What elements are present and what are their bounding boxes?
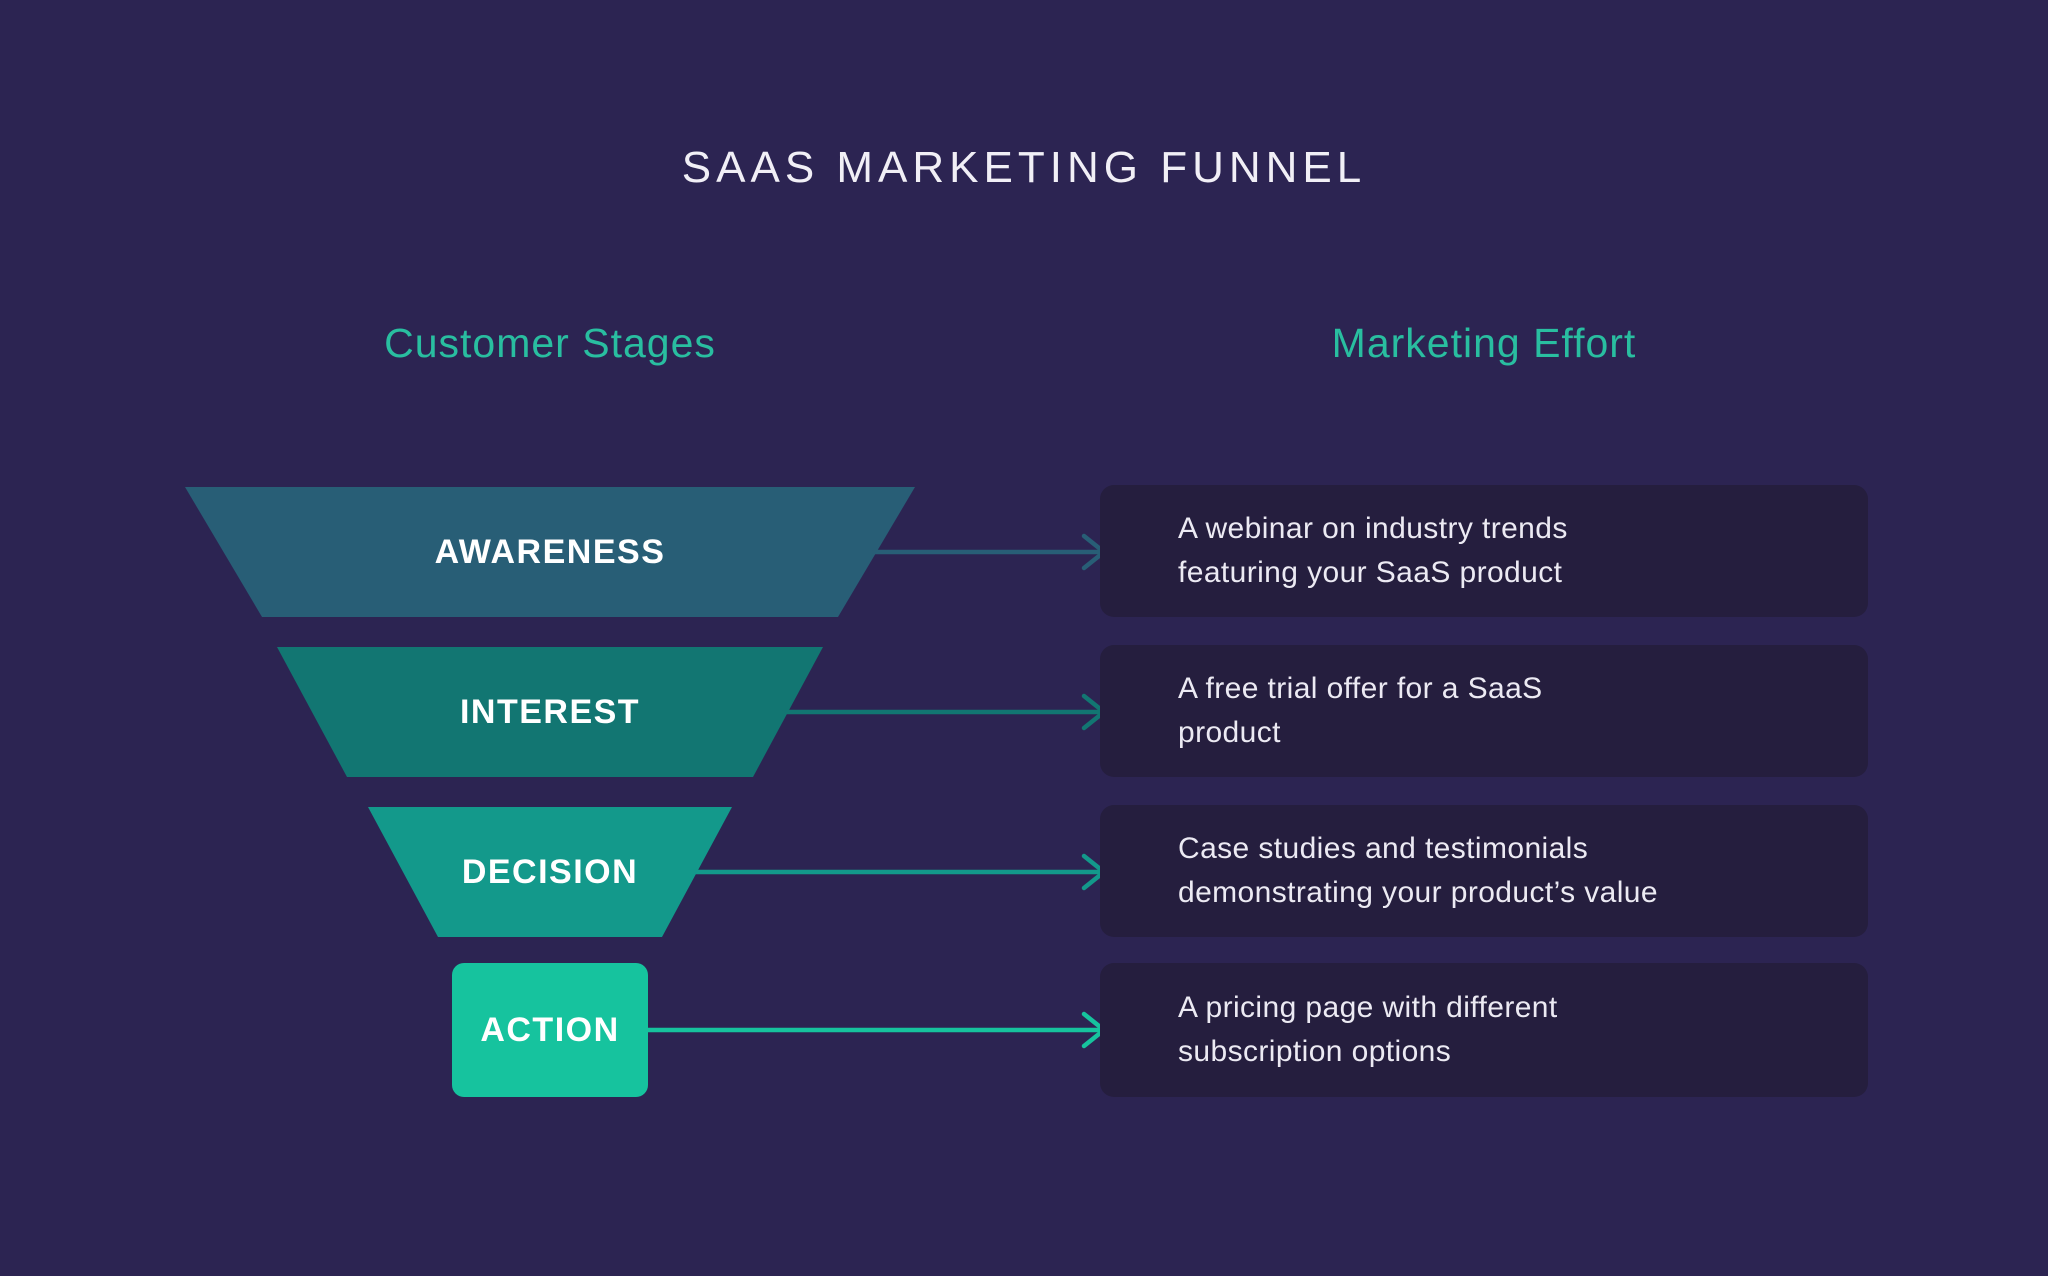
card-text-line: Case studies and testimonials	[1178, 832, 1589, 865]
right-arrow-icon	[690, 853, 1107, 891]
page-title: SAAS MARKETING FUNNEL	[681, 143, 1367, 192]
card-text-line: subscription options	[1178, 1035, 1452, 1068]
funnel-stage-decision: DECISION	[368, 807, 732, 937]
card-text-line: A webinar on industry trends	[1178, 512, 1568, 545]
marketing-effort-card: Case studies and testimonials demonstrat…	[1100, 805, 1868, 937]
right-arrow-icon	[872, 533, 1107, 571]
marketing-effort-card: A webinar on industry trends featuring y…	[1100, 485, 1868, 617]
card-text-line: demonstrating your product’s value	[1178, 876, 1658, 909]
column-header-customer-stages: Customer Stages	[384, 320, 716, 366]
card-text-line: product	[1178, 716, 1281, 749]
right-arrow-icon	[782, 693, 1107, 731]
funnel-stage-action: ACTION	[452, 963, 648, 1097]
stage-label: INTEREST	[459, 692, 641, 731]
stage-label: AWARENESS	[434, 532, 666, 571]
marketing-effort-card: A free trial offer for a SaaS product	[1100, 645, 1868, 777]
stage-label: DECISION	[461, 852, 639, 891]
right-arrow-icon	[646, 1011, 1107, 1049]
card-text-line: A pricing page with different	[1178, 991, 1558, 1024]
column-header-marketing-effort: Marketing Effort	[1331, 320, 1637, 366]
funnel-stage-awareness: AWARENESS	[185, 487, 915, 617]
card-text-line: A free trial offer for a SaaS	[1178, 672, 1543, 705]
marketing-effort-card: A pricing page with different subscripti…	[1100, 963, 1868, 1097]
stage-label: ACTION	[480, 1010, 620, 1049]
funnel-stage-interest: INTEREST	[277, 647, 823, 777]
card-text-line: featuring your SaaS product	[1178, 556, 1563, 589]
